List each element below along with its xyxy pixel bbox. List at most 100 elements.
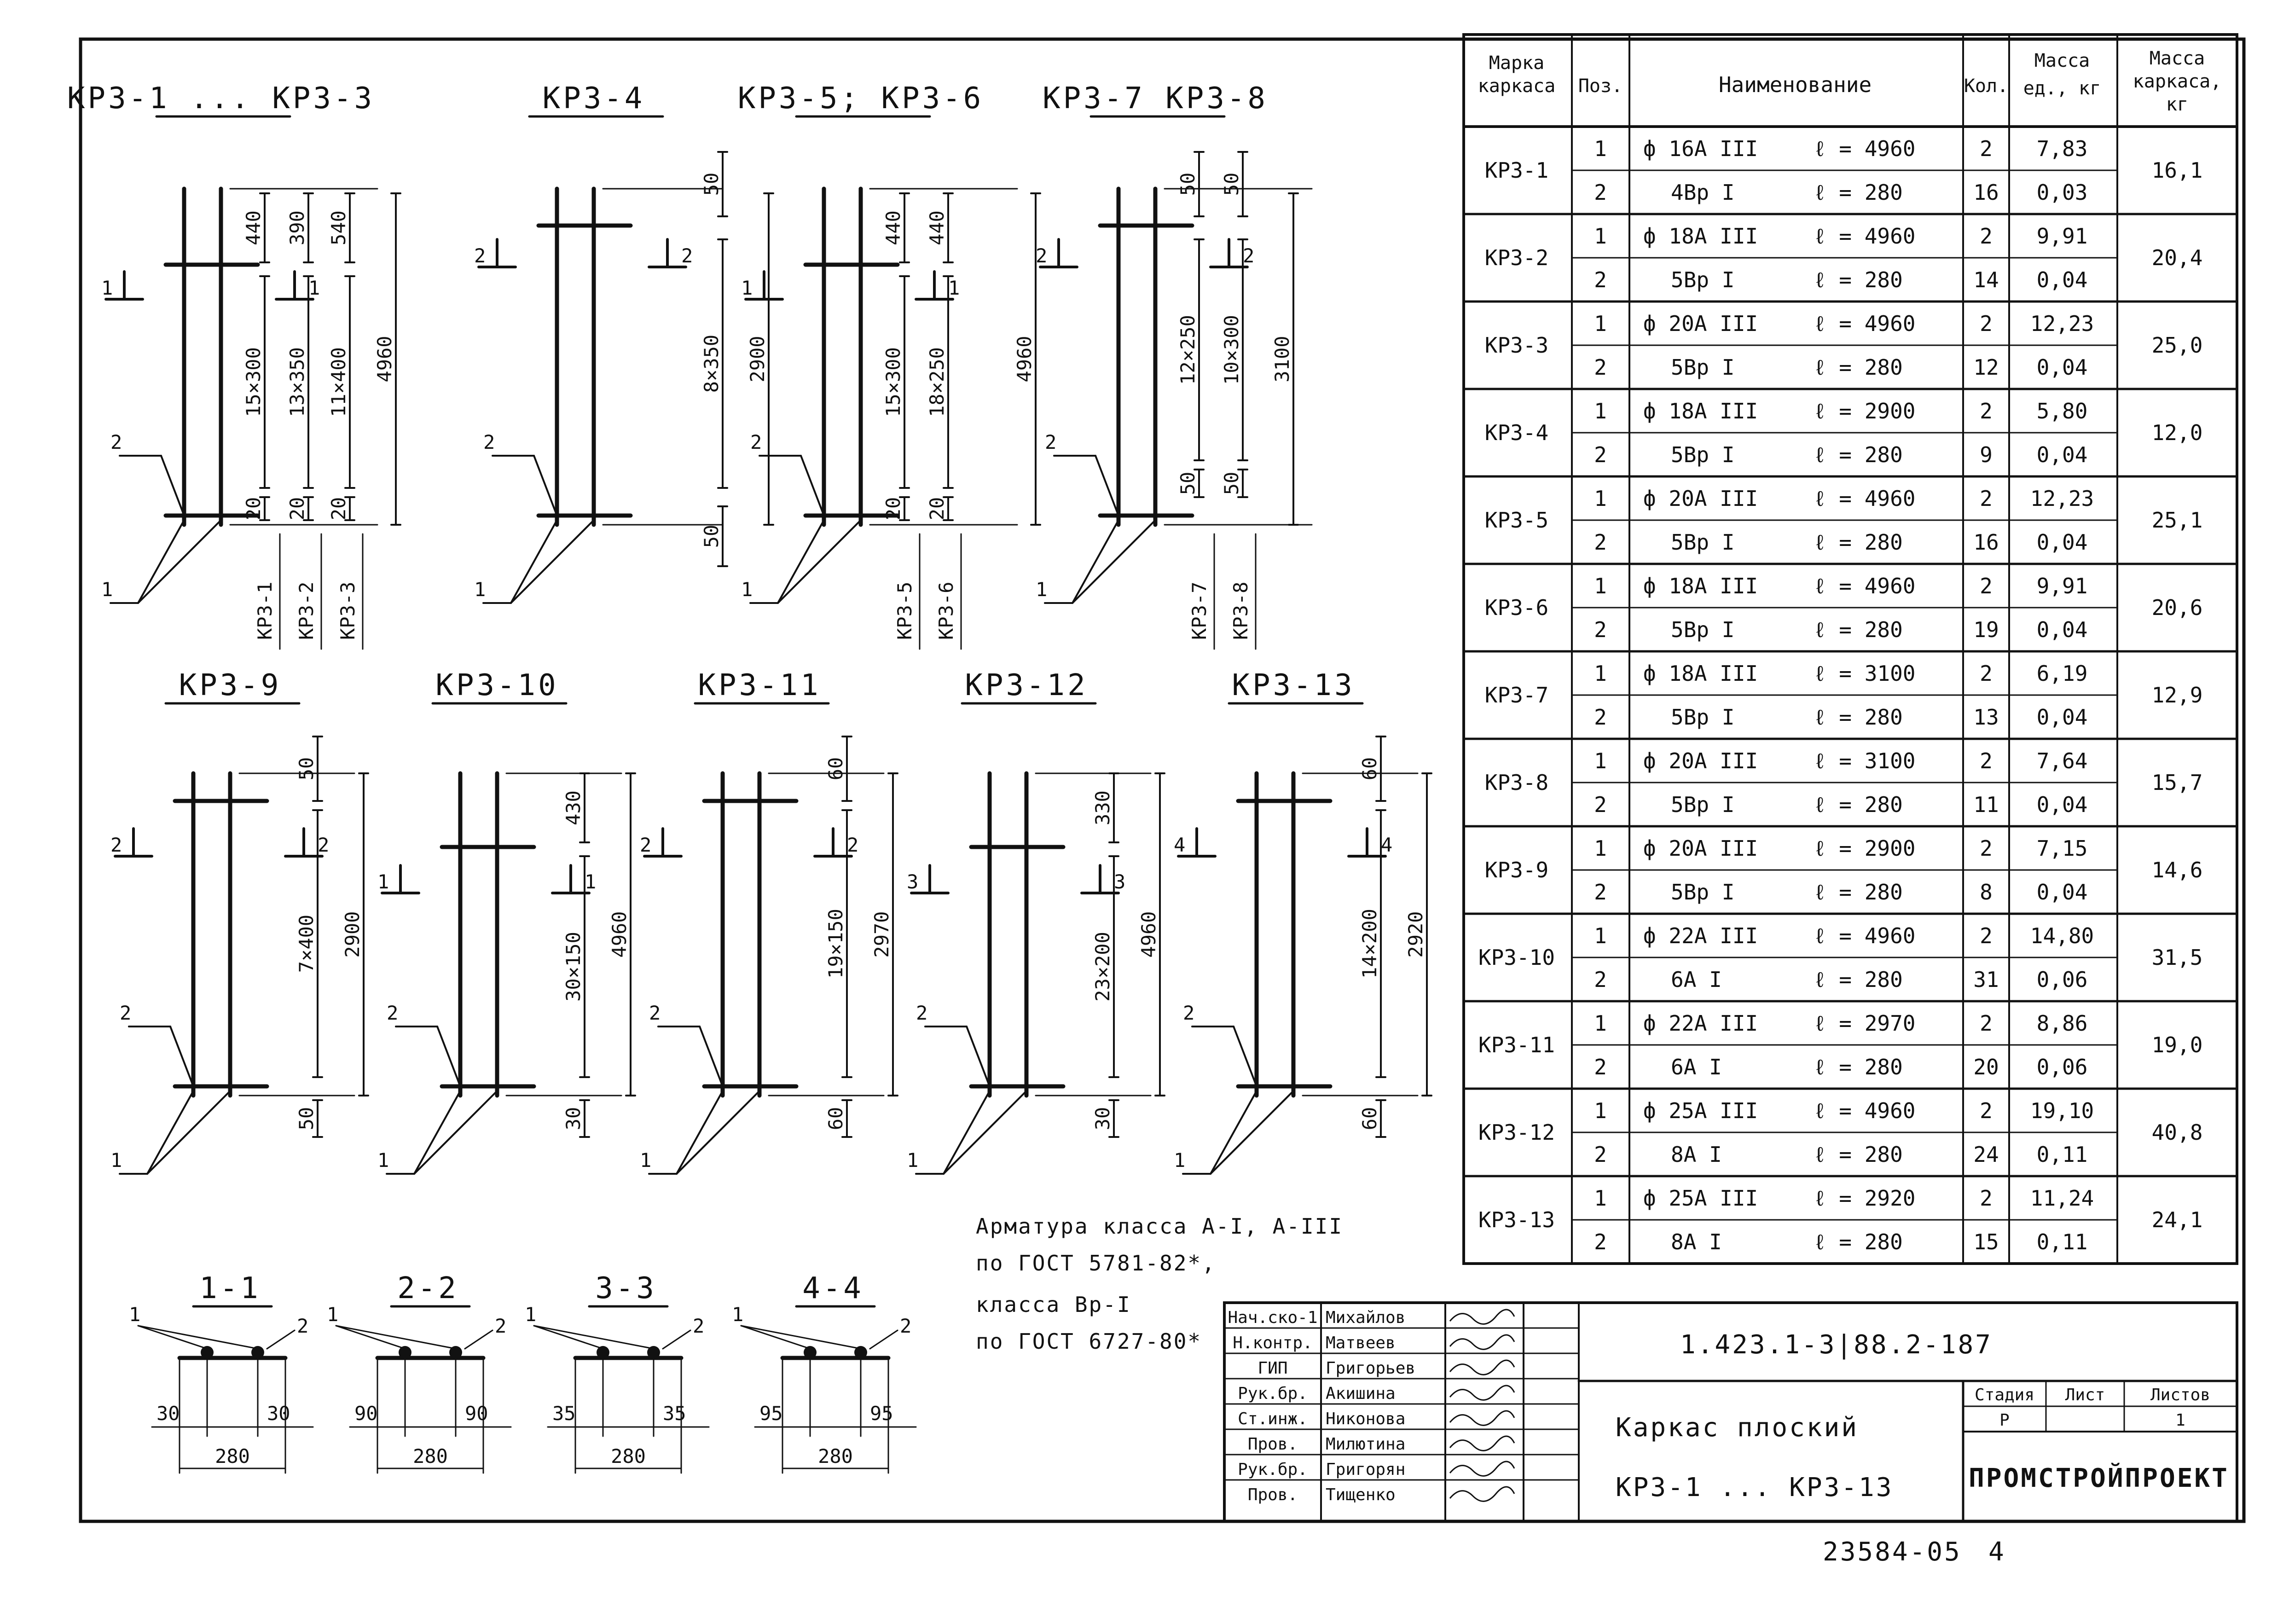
spec-item-pos-5-1: 2 (1594, 617, 1607, 642)
spec-item-mass-3-1: 0,04 (2037, 442, 2088, 467)
frame-t0-dim-7: 20 (242, 497, 265, 521)
spec-item-pos-3-0: 1 (1594, 399, 1607, 423)
spec-item-mass-7-0: 7,64 (2037, 748, 2088, 773)
frame-b3-dim-1: 23×200 (1091, 932, 1114, 1002)
frame-b0-leader-mark-2: 2 (120, 1002, 131, 1024)
frame-t3-dim-3: 10×300 (1220, 315, 1243, 385)
frame-b4-dim-3: 60 (1358, 1107, 1381, 1131)
frame-t0-variant-label-1: КР3-2 (295, 582, 318, 640)
spec-header-mark-2: каркаса (1478, 75, 1556, 97)
spec-item-pos-12-1: 2 (1594, 1230, 1607, 1254)
spec-item-length-0-1: ℓ = 280 (1814, 180, 1903, 205)
spec-item-pos-11-1: 2 (1594, 1142, 1607, 1167)
spec-item-pos-8-0: 1 (1594, 836, 1607, 861)
section-2-rebar-right (647, 1346, 660, 1359)
spec-item-mass-5-1: 0,04 (2037, 617, 2088, 642)
signature-scribble-2 (1449, 1359, 1515, 1375)
spec-item-mass-11-0: 19,10 (2030, 1098, 2094, 1123)
section-2-dim-total: 280 (611, 1445, 646, 1467)
frame-t0-dim-6: 4960 (373, 336, 396, 382)
spec-item-pos-7-1: 2 (1594, 792, 1607, 817)
spec-item-name-2-1: 5Вр I (1671, 355, 1734, 380)
section-0-dim-total: 280 (215, 1445, 250, 1467)
section-1-dim-left: 90 (354, 1402, 378, 1425)
frame-b3-leader-mark-2: 2 (916, 1002, 927, 1024)
section-1-dim-total: 280 (413, 1445, 448, 1467)
spec-item-qty-6-1: 13 (1973, 705, 1999, 730)
spec-item-mass-2-1: 0,04 (2037, 355, 2088, 380)
frame-b0-dim-2: 2900 (341, 911, 364, 957)
frame-t3-leader-mark-1: 1 (1036, 578, 1047, 601)
frame-b2-title: КР3-11 (698, 668, 821, 702)
spec-item-length-1-0: ℓ = 4960 (1814, 224, 1915, 249)
spec-item-qty-2-0: 2 (1980, 311, 1993, 336)
spec-item-mass-3-0: 5,80 (2037, 399, 2088, 423)
spec-item-qty-12-1: 15 (1973, 1230, 1999, 1254)
frame-t0-dim-3: 15×300 (242, 347, 265, 417)
spec-item-pos-6-0: 1 (1594, 661, 1607, 686)
spec-item-length-3-0: ℓ = 2900 (1814, 399, 1915, 423)
frame-b1-leader-1a (413, 1090, 461, 1175)
frame-b2-leader-mark-1: 1 (640, 1149, 651, 1172)
frame-t2-leader-1a (777, 519, 825, 604)
spec-item-pos-0-1: 2 (1594, 180, 1607, 205)
title-block-sheet-label: Лист (2065, 1386, 2105, 1404)
spec-item-mass-1-1: 0,04 (2037, 267, 2088, 292)
signature-scribble-5 (1449, 1435, 1515, 1451)
spec-item-name-3-0: ф 18А III (1643, 399, 1758, 423)
spec-row-mark-10: КР3-11 (1478, 1032, 1555, 1057)
section-0-rebar-left (201, 1346, 214, 1359)
section-3-dim-total: 280 (818, 1445, 853, 1467)
frame-b2-section-mark-right: 2 (847, 834, 858, 856)
section-1-leader-1a (335, 1325, 406, 1350)
frame-b1-leader-mark-2: 2 (387, 1002, 398, 1024)
frame-b3-dim-2: 4960 (1137, 911, 1160, 957)
spec-item-mass-0-0: 7,83 (2037, 136, 2088, 161)
spec-item-mass-12-1: 0,11 (2037, 1230, 2088, 1254)
section-1-mark-2: 2 (495, 1315, 506, 1337)
spec-row-mark-0: КР3-1 (1485, 158, 1548, 183)
frame-b1-leader-mark-1: 1 (377, 1149, 389, 1172)
frame-b4-section-mark-right: 4 (1381, 834, 1392, 856)
frame-t3-variant-label-1: КР3-8 (1229, 582, 1252, 640)
frame-t0-dim-2: 540 (327, 210, 350, 245)
frame-b2-leader-1a (676, 1090, 724, 1175)
spec-row-total-1: 20,4 (2152, 245, 2203, 270)
footer-number: 23584-05 (1823, 1537, 1962, 1567)
spec-item-pos-9-0: 1 (1594, 923, 1607, 948)
frame-b0-dim-1: 7×400 (295, 915, 318, 973)
spec-item-qty-11-1: 24 (1973, 1142, 1999, 1167)
section-2-mark-2: 2 (693, 1315, 704, 1337)
spec-item-pos-4-1: 2 (1594, 530, 1607, 555)
frame-t0-dim-8: 20 (286, 497, 308, 521)
frame-t2-title: КР3-5; КР3-6 (738, 81, 984, 116)
spec-item-name-4-0: ф 20А III (1643, 486, 1758, 511)
frame-b2-section-mark-left: 2 (640, 834, 651, 856)
frame-b2-dim-3: 60 (824, 1107, 847, 1131)
title-block-org: ПРОМСТРОЙПРОЕКТ (1969, 1463, 2229, 1493)
spec-item-qty-5-0: 2 (1980, 574, 1993, 598)
section-3-rebar-right (854, 1346, 867, 1359)
signature-scribble-6 (1449, 1461, 1515, 1477)
note-line-2: по ГОСТ 5781-82*, (976, 1251, 1216, 1276)
frame-t2-leader-mark-1: 1 (741, 578, 753, 601)
frame-b4-leader-mark-1: 1 (1174, 1149, 1185, 1172)
spec-item-qty-4-1: 16 (1973, 530, 1999, 555)
spec-header-pos: Поз. (1578, 75, 1623, 97)
section-3-leader-1a (740, 1325, 811, 1350)
sheet-border (79, 37, 2246, 1523)
frame-t0-leader-1b (137, 519, 222, 604)
spec-item-length-0-0: ℓ = 4960 (1814, 136, 1915, 161)
spec-header-unit-mass-2: ед., кг (2023, 78, 2101, 99)
spec-row-mark-5: КР3-6 (1485, 595, 1548, 620)
frame-b0-leader-1b (146, 1090, 231, 1175)
spec-row-mark-2: КР3-3 (1485, 333, 1548, 358)
spec-item-length-8-0: ℓ = 2900 (1814, 836, 1915, 861)
section-1-rebar-left (399, 1346, 411, 1359)
title-block-title-1: Каркас плоский (1616, 1413, 1859, 1443)
frame-t0-dim-4: 13×350 (286, 347, 308, 417)
spec-item-qty-2-1: 12 (1973, 355, 1999, 380)
footer-page: 4 (1988, 1537, 2006, 1567)
spec-header-frame-mass-3: кг (2166, 94, 2188, 115)
